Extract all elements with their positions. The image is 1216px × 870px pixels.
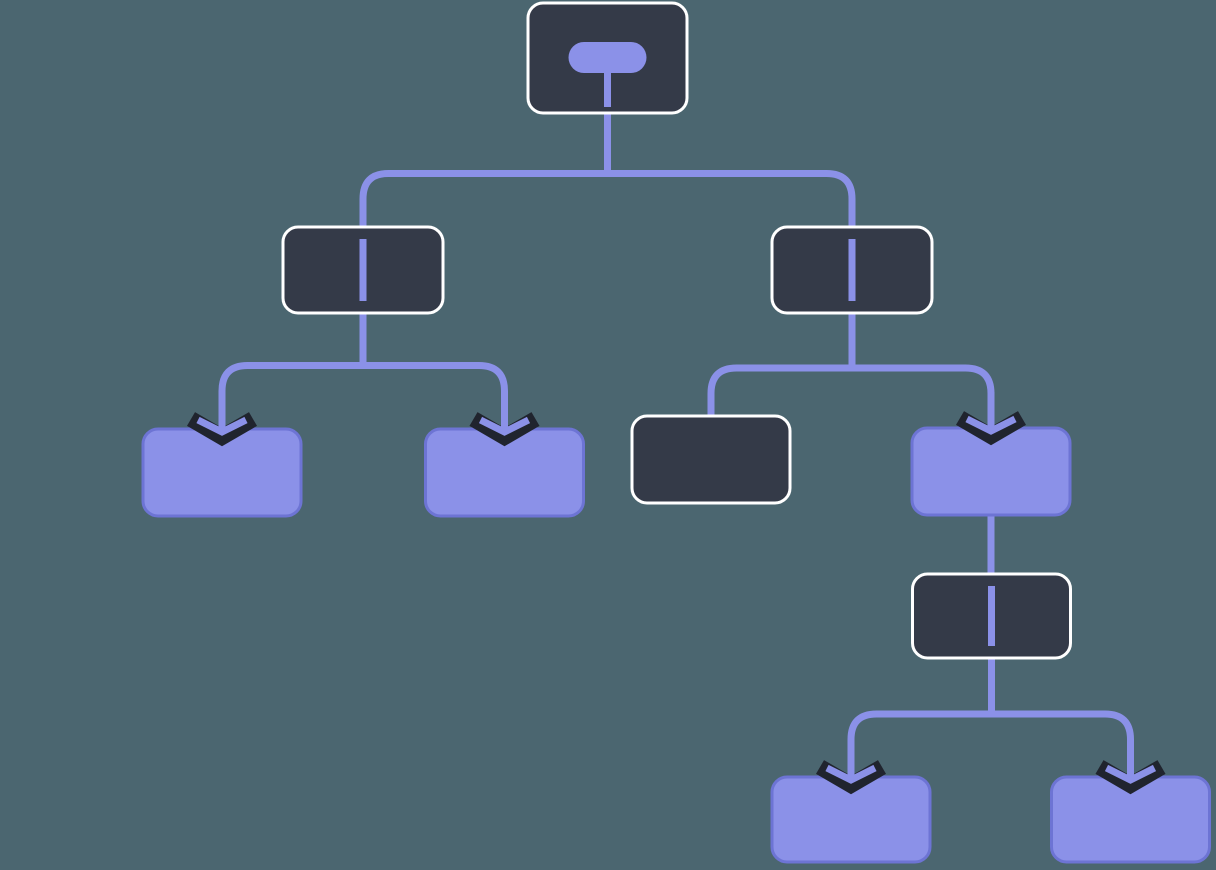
edge-rail-2l — [218, 362, 508, 433]
edge-rail-3 — [847, 710, 1134, 781]
arrowhead-accent-chevron-icon — [1104, 741, 1157, 784]
arrowhead-accent-chevron-icon — [825, 741, 877, 784]
node-n3c[interactable] — [630, 414, 792, 505]
edge-rail-2r — [707, 364, 995, 432]
arrowhead-accent-chevron-icon — [196, 393, 248, 436]
edge-rail-1 — [359, 170, 856, 228]
arrowhead-accent-chevron-icon — [478, 393, 531, 436]
root-pill-icon — [568, 42, 647, 73]
arrowhead-accent-chevron-icon — [965, 392, 1017, 435]
